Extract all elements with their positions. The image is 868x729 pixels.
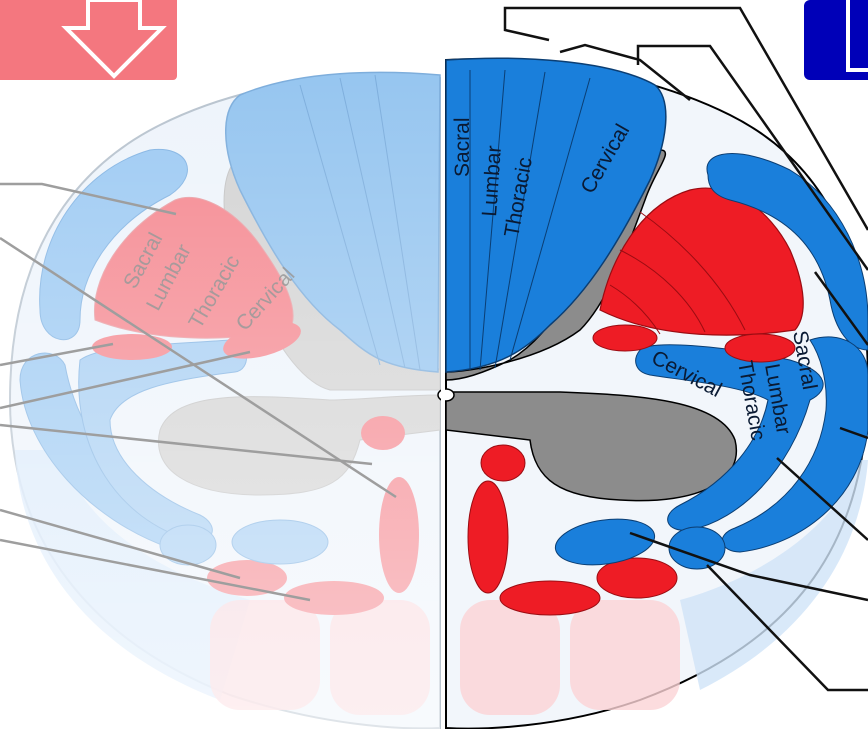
right-dorsal-label-sacral: Sacral xyxy=(451,117,474,177)
left-half-faded xyxy=(0,71,441,729)
left-action-button[interactable] xyxy=(0,0,177,80)
right-half xyxy=(437,57,868,729)
central-canal xyxy=(437,388,455,402)
square-outline-icon xyxy=(846,0,868,72)
right-leader-lines xyxy=(503,6,868,692)
right-dorsal-label-lumbar: Lumbar xyxy=(478,145,506,218)
arrow-down-outline-icon xyxy=(61,0,167,79)
right-dorsal-columns xyxy=(445,57,667,373)
right-action-button[interactable] xyxy=(804,0,868,80)
left-leader-lines xyxy=(0,182,397,602)
